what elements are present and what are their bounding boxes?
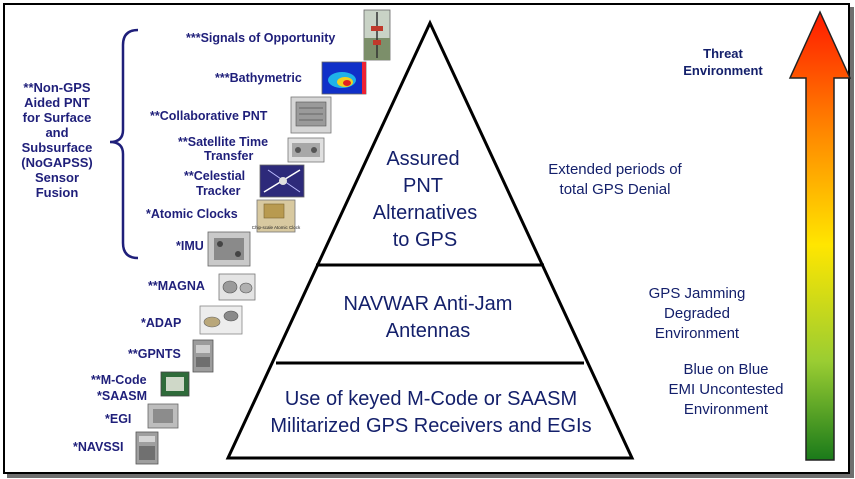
tech-imu: *IMU [176, 239, 204, 253]
environment-labels: Extended periods of total GPS Denial GPS… [548, 161, 783, 418]
tech-bathymetric: ***Bathymetric [215, 71, 302, 85]
atomic-clock-thumb-caption: Chip-scale Atomic Clock [252, 225, 301, 230]
tier-top-line-3: Alternatives [373, 202, 478, 224]
gpnts-image [192, 339, 214, 373]
env-middle-line-3: Environment [655, 325, 740, 342]
bathymetric-map-image [321, 61, 367, 95]
tech-celestial-line-2: Tracker [196, 184, 241, 198]
pyramid-outline [225, 19, 635, 460]
brace-label-line-2: Aided PNT [24, 95, 90, 110]
tech-celestial-line-1: **Celestial [184, 169, 245, 183]
adap-image [199, 305, 243, 335]
tier-top-line-2: PNT [403, 175, 443, 197]
navssi-image [135, 431, 159, 465]
tech-satellite-time-line-2: Transfer [204, 149, 253, 163]
brace-label-line-6: (NoGAPSS) [21, 155, 93, 170]
threat-arrow: Threat Environment [683, 10, 852, 461]
celestial-tracker-image [259, 164, 305, 198]
technology-labels: ***Signals of Opportunity ***Bathymetric… [73, 31, 335, 454]
signals-tower-image [363, 9, 391, 61]
tech-gpnts: **GPNTS [128, 347, 181, 361]
brace-label-line-4: and [45, 125, 68, 140]
env-bottom-line-3: Environment [684, 401, 769, 418]
tier-bottom-line-1: Use of keyed M-Code or SAASM [285, 388, 577, 410]
tier-bottom-line-2: Militarized GPS Receivers and EGIs [270, 415, 591, 437]
env-bottom-line-2: EMI Uncontested [668, 381, 783, 398]
tech-egi: *EGI [105, 412, 131, 426]
brace-label-line-1: **Non-GPS [23, 80, 91, 95]
technology-thumbnails: Chip-scale Atomic Clock [135, 9, 391, 465]
threat-label-line-1: Threat [703, 46, 743, 61]
threat-arrow-shape [788, 10, 852, 461]
brace-label-line-5: Subsurface [22, 140, 93, 155]
tech-signals-of-opportunity: ***Signals of Opportunity [186, 31, 335, 45]
pyramid: Assured PNT Alternatives to GPS NAVWAR A… [225, 19, 635, 460]
env-bottom-line-1: Blue on Blue [683, 361, 768, 378]
tier-top-line-4: to GPS [393, 229, 457, 251]
threat-label-line-2: Environment [683, 63, 763, 78]
tier-top-line-1: Assured [386, 148, 459, 170]
curly-brace [109, 28, 139, 260]
brace-label-line-3: for Surface [23, 110, 92, 125]
m-code-receiver-image [160, 371, 190, 397]
env-middle-line-2: Degraded [664, 305, 730, 322]
nogapss-brace-group: **Non-GPS Aided PNT for Surface and Subs… [21, 28, 139, 260]
env-middle-line-1: GPS Jamming [649, 285, 746, 302]
tech-magna: **MAGNA [148, 279, 205, 293]
tech-adap: *ADAP [141, 316, 181, 330]
imu-image [207, 231, 251, 267]
satellite-time-transfer-image [287, 137, 325, 163]
atomic-clock-image: Chip-scale Atomic Clock [252, 199, 301, 233]
brace-label-line-7: Sensor [35, 170, 79, 185]
brace-label-line-8: Fusion [36, 185, 79, 200]
env-top-line-2: total GPS Denial [560, 181, 671, 198]
tech-atomic-clocks: *Atomic Clocks [146, 207, 238, 221]
tech-saasm: *SAASM [97, 389, 147, 403]
tech-collaborative-pnt: **Collaborative PNT [150, 109, 268, 123]
tier-middle-line-1: NAVWAR Anti-Jam [344, 293, 513, 315]
magna-image [218, 273, 256, 301]
tier-middle-line-2: Antennas [386, 320, 471, 342]
collaborative-pnt-image [290, 96, 332, 134]
tech-navssi: *NAVSSI [73, 440, 123, 454]
env-top-line-1: Extended periods of [548, 161, 682, 178]
tech-m-code: **M-Code [91, 373, 147, 387]
tech-satellite-time-line-1: **Satellite Time [178, 135, 268, 149]
egi-image [147, 403, 179, 429]
